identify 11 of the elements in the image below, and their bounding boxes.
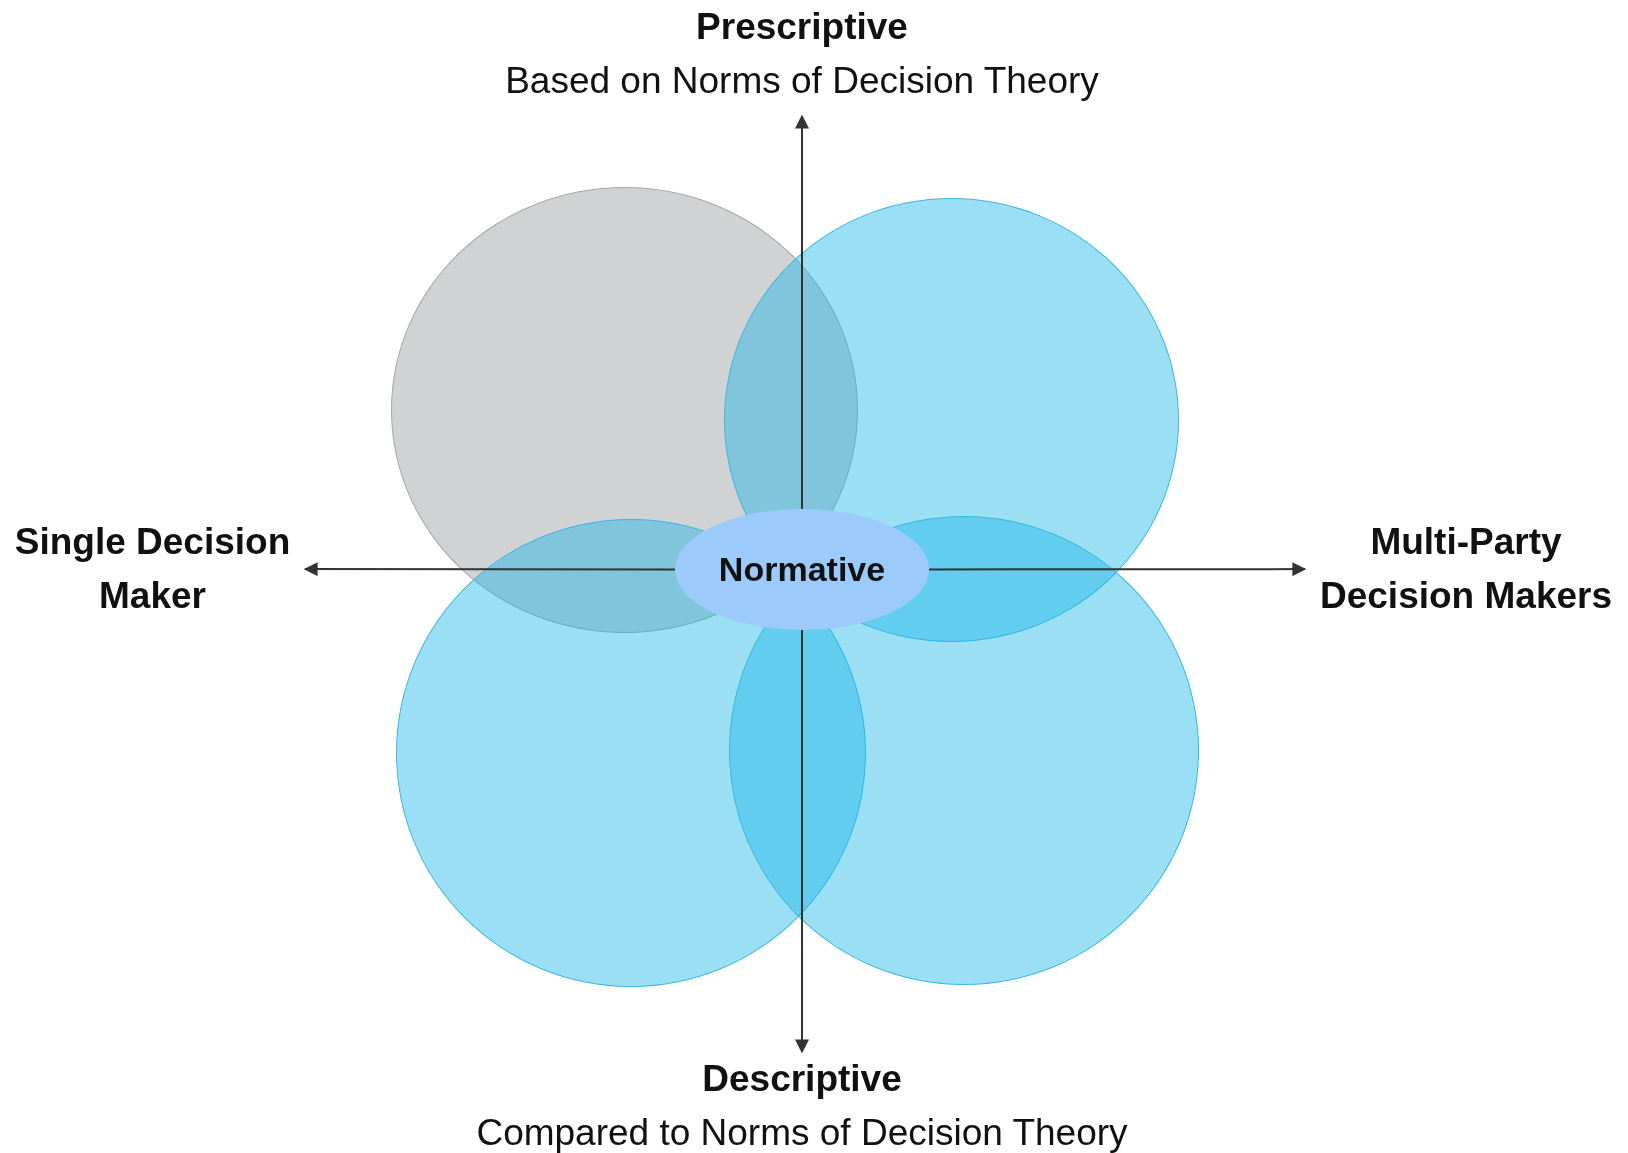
arrow (928, 562, 1307, 577)
axis-description: Compared to Norms of Decision Theory (476, 1110, 1128, 1153)
arrow (303, 562, 676, 577)
axis-description: Based on Norms of Decision Theory (505, 58, 1099, 103)
arrow (795, 114, 809, 510)
axis-heading: Prescriptive (696, 5, 908, 49)
axis-heading: Multi-Party Decision Makers (1319, 520, 1613, 618)
arrow (795, 629, 809, 1054)
node-label: Normative (718, 550, 886, 589)
axis-heading: Single Decision Maker (13, 520, 292, 618)
axis-heading: Descriptive (702, 1057, 902, 1101)
